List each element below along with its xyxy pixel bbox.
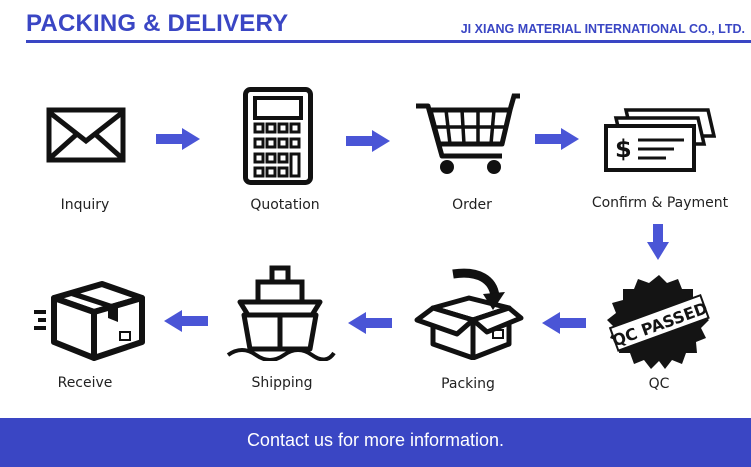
company-name: JI XIANG MATERIAL INTERNATIONAL CO., LTD… bbox=[460, 22, 745, 36]
envelope-icon bbox=[46, 107, 126, 163]
step-label-packing: Packing bbox=[441, 376, 495, 392]
arrow-left-icon bbox=[164, 310, 208, 332]
arrow-right-icon bbox=[346, 130, 390, 152]
shopping-cart-icon bbox=[416, 93, 520, 174]
step-inquiry bbox=[46, 107, 126, 163]
footer-bar: Contact us for more information. bbox=[0, 418, 751, 467]
step-label-receive: Receive bbox=[57, 375, 113, 391]
step-shipping bbox=[226, 265, 336, 361]
step-label-qc: QC bbox=[648, 376, 670, 392]
step-qc: QC PASSED bbox=[605, 272, 713, 372]
step-label-inquiry: Inquiry bbox=[60, 197, 110, 213]
contact-message[interactable]: Contact us for more information. bbox=[246, 430, 505, 450]
step-order bbox=[414, 92, 522, 178]
step-quotation bbox=[243, 87, 313, 185]
ship-icon bbox=[226, 265, 336, 361]
packing-box-icon bbox=[414, 268, 524, 360]
page-title: PACKING & DELIVERY bbox=[26, 10, 289, 37]
step-label-confirm-payment: Confirm & Payment bbox=[591, 195, 729, 211]
header-divider bbox=[26, 40, 751, 43]
step-label-shipping: Shipping bbox=[251, 375, 313, 391]
step-label-quotation: Quotation bbox=[250, 197, 320, 213]
dollar-sign: $ bbox=[615, 135, 632, 163]
cheque-icon: $ bbox=[604, 108, 716, 172]
arrow-down-icon bbox=[647, 224, 669, 260]
step-confirm-payment: $ bbox=[604, 108, 716, 174]
arrow-left-icon bbox=[348, 312, 392, 334]
step-packing bbox=[413, 268, 525, 360]
calculator-icon bbox=[243, 87, 313, 185]
step-label-order: Order bbox=[452, 197, 492, 213]
arrow-right-icon bbox=[156, 128, 200, 150]
arrow-right-icon bbox=[535, 128, 579, 150]
delivered-box-icon bbox=[34, 281, 145, 361]
step-receive bbox=[32, 270, 146, 364]
qc-passed-stamp-icon: QC PASSED bbox=[607, 275, 710, 369]
arrow-left-icon bbox=[542, 312, 586, 334]
